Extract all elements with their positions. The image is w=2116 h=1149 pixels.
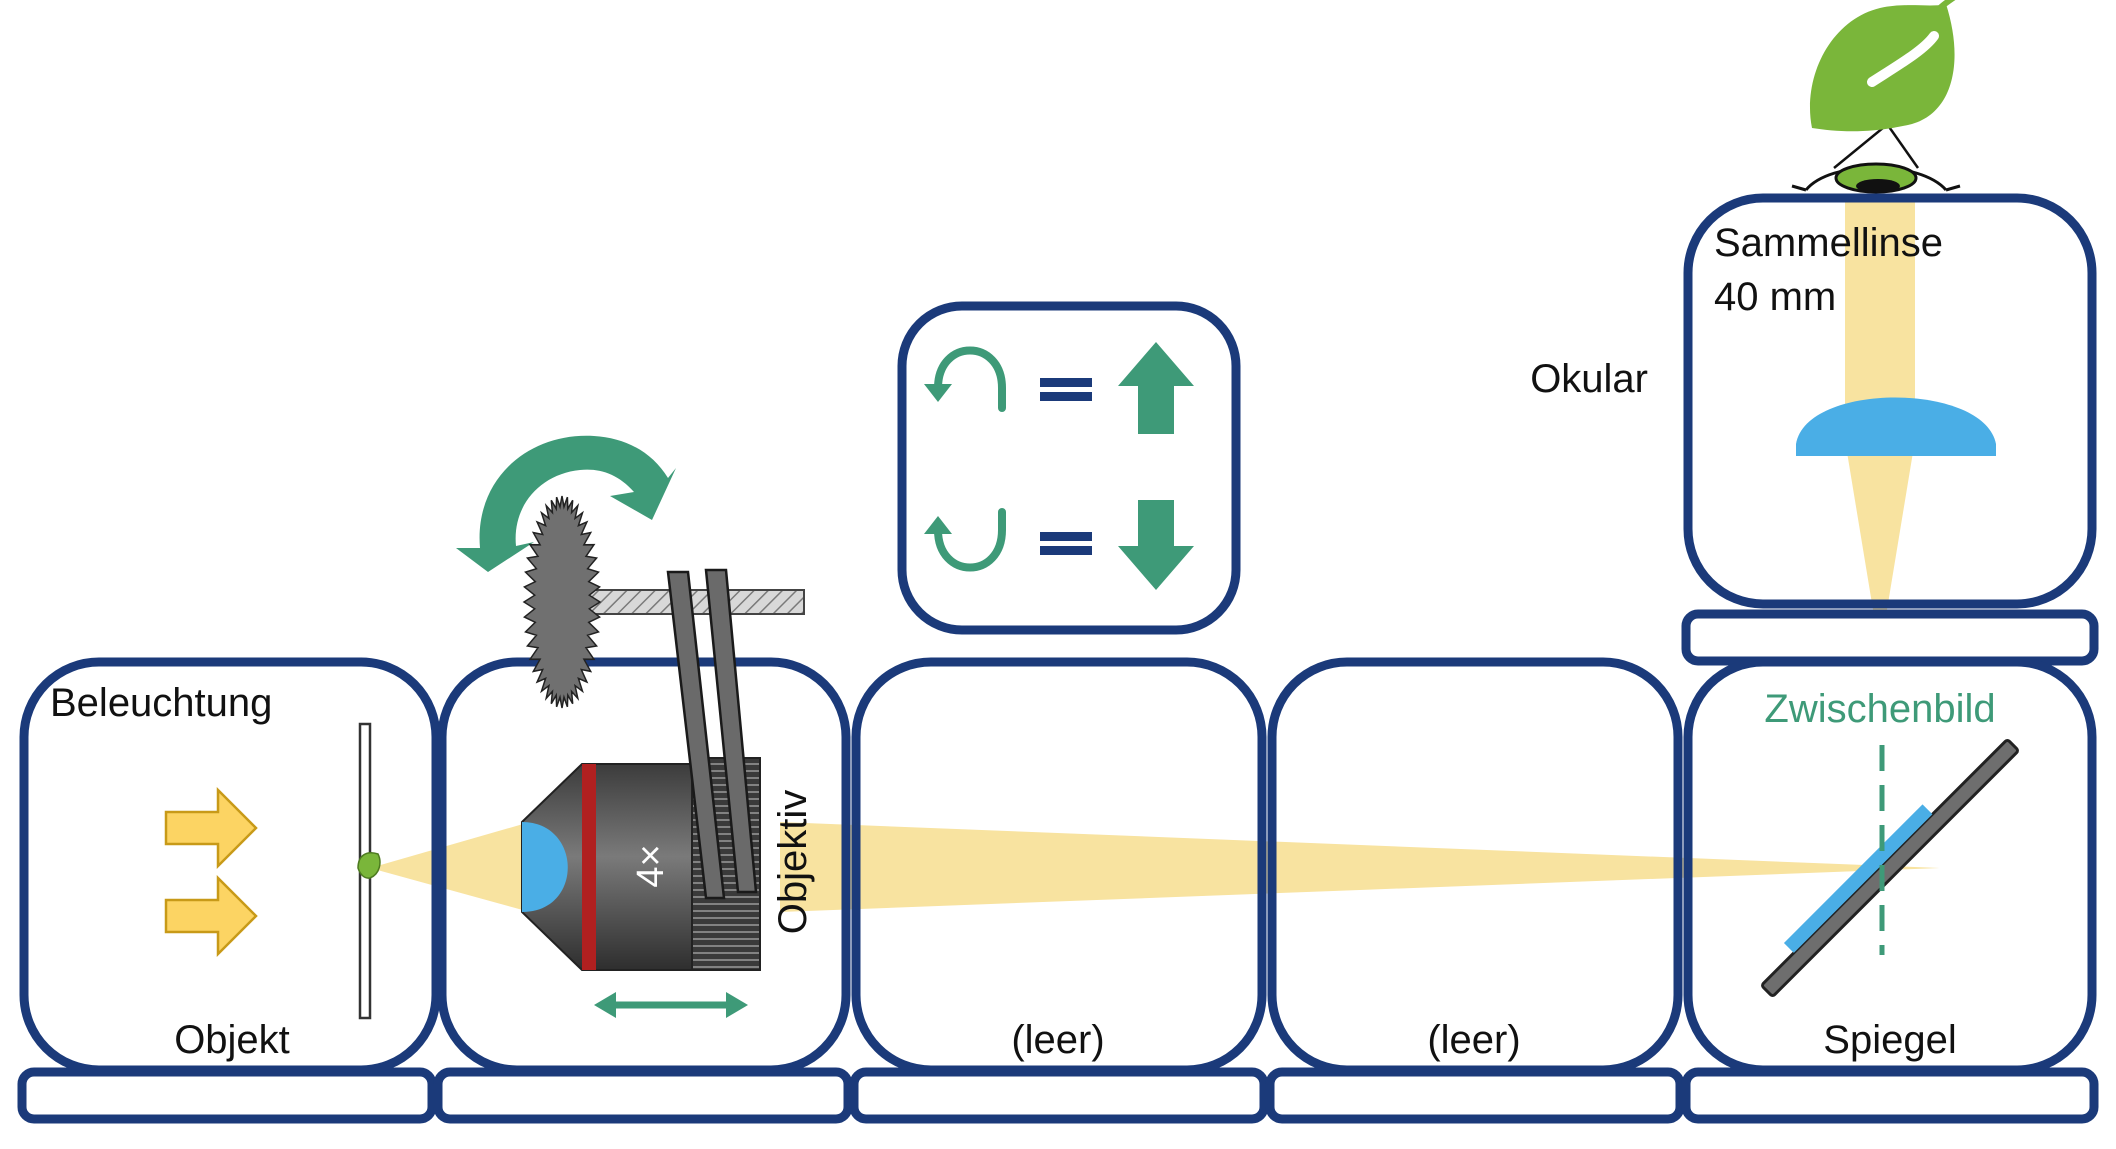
- eyepiece-lens: [1796, 397, 1996, 456]
- objective: 4×: [521, 757, 761, 971]
- right-arrow-icon: [164, 874, 258, 958]
- module-mirror: [1683, 657, 2097, 1075]
- equals-sign-bottom: [1040, 546, 1092, 555]
- base-rail-1: [17, 1067, 437, 1124]
- eye-lashes: [1791, 184, 1961, 192]
- leaf-stem: [1937, 0, 1956, 11]
- label-sammellinse-line1: Sammellinse: [1714, 221, 1943, 265]
- double-arrow-head-left: [594, 992, 616, 1018]
- double-arrow-head-right: [726, 992, 748, 1018]
- shift-arrow: [594, 992, 748, 1018]
- label-sammellinse-line2: 40 mm: [1714, 275, 1836, 319]
- base-rail-okular: [1681, 609, 2099, 666]
- focus-tongs: [666, 568, 758, 900]
- objective-magnification: 4×: [630, 844, 672, 887]
- legend-row-down: [924, 500, 1194, 590]
- rotate-cw-equals-up-icon: [934, 346, 1006, 412]
- equals-sign-bottom: [1040, 392, 1092, 401]
- module-eyepiece: [1683, 193, 2097, 609]
- legend-box: [897, 301, 1241, 635]
- module-boxes: [19, 193, 2097, 1075]
- up-arrow-icon: [1118, 342, 1194, 434]
- label-objekt: Objekt: [174, 1018, 290, 1062]
- base-rail-2: [433, 1067, 853, 1124]
- legend-row-up: [924, 342, 1194, 434]
- module-illumination: [19, 657, 441, 1075]
- label-beleuchtung: Beleuchtung: [50, 681, 272, 725]
- objective-ring: [582, 764, 596, 970]
- legend-arrowhead-cw: [924, 384, 952, 402]
- leaf-vein: [1867, 31, 1939, 87]
- module-empty-2: [1267, 657, 1683, 1075]
- base-rail-4: [1265, 1067, 1685, 1124]
- mirror: [1761, 739, 2019, 997]
- light-beam-horizontal: [780, 822, 1940, 912]
- mirror-coating: [1783, 804, 1933, 953]
- label-spiegel: Spiegel: [1823, 1018, 1956, 1062]
- label-zwischenbild: Zwischenbild: [1764, 687, 1995, 731]
- gear-rack: [585, 589, 805, 615]
- module-empty-1: [851, 657, 1267, 1075]
- legend-arrowhead-ccw: [924, 516, 952, 534]
- label-okular: Okular: [1530, 357, 1648, 401]
- base-rails: [17, 609, 2099, 1124]
- virtual-image-leaf: [1809, 4, 1955, 132]
- leaf-icon: [357, 852, 381, 879]
- eye-icon: [1791, 113, 1961, 194]
- label-leer-1: (leer): [1011, 1018, 1104, 1062]
- module-objective: [437, 657, 851, 1075]
- right-arrow-icon: [164, 786, 258, 870]
- label-leer-2: (leer): [1427, 1018, 1520, 1062]
- tong-right: [704, 568, 758, 894]
- base-rail-3: [849, 1067, 1269, 1124]
- equals-sign-top: [1040, 378, 1092, 387]
- down-arrow-icon: [1118, 500, 1194, 590]
- base-rail-5: [1681, 1067, 2099, 1124]
- light-beam-object-to-lens: [370, 822, 530, 912]
- tong-left: [666, 570, 726, 900]
- rotate-arrow-icon: [456, 435, 676, 572]
- leaf-icon: [1809, 0, 1956, 132]
- illumination-arrows: [164, 786, 258, 958]
- eye-pupil: [1856, 179, 1900, 193]
- label-objektiv: Objektiv: [771, 790, 815, 935]
- gear-icon: [522, 495, 602, 709]
- objective-lens: [522, 822, 568, 912]
- rotate-ccw-equals-down-icon: [934, 508, 1006, 572]
- equals-sign-top: [1040, 532, 1092, 541]
